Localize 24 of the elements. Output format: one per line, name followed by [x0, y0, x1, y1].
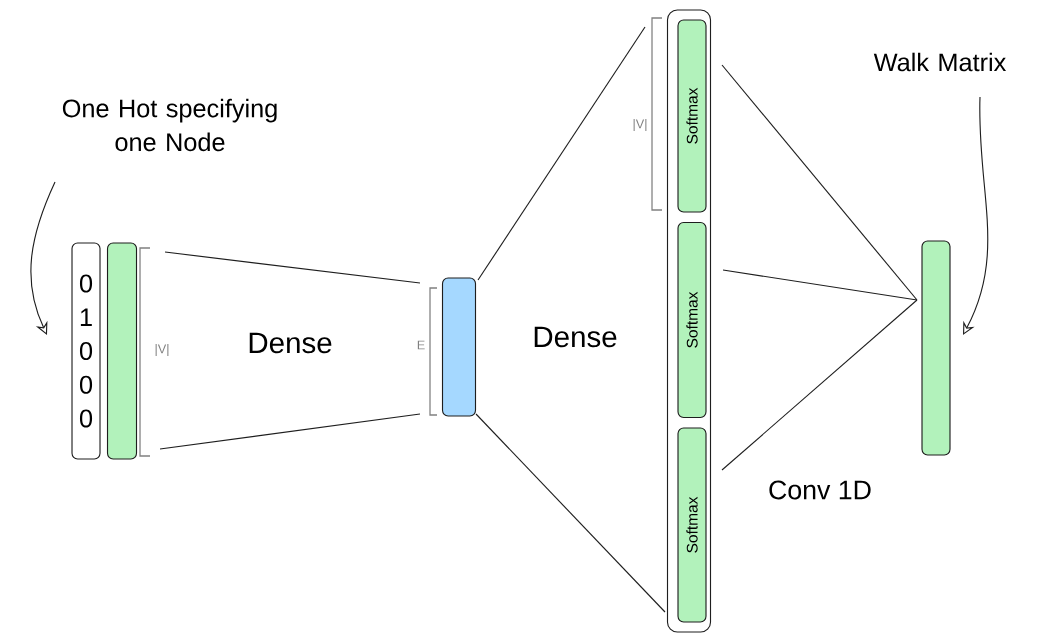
- softmax-bar: Softmax: [677, 19, 707, 213]
- bracket-label: |V|: [155, 344, 169, 356]
- connection-line: [164, 251, 421, 284]
- layer-bar: [106, 242, 138, 460]
- bracket-label: E: [417, 340, 425, 350]
- connection-line: [159, 413, 421, 450]
- layer-label: Conv 1D: [769, 480, 871, 500]
- connection-line: [722, 269, 918, 301]
- annotation-text: Walk Matrix: [873, 52, 1007, 72]
- softmax-bar: Softmax: [677, 427, 707, 623]
- connection-line: [475, 413, 666, 613]
- embedding-bar: [441, 277, 477, 417]
- layer-label: Dense: [534, 326, 617, 348]
- one-hot-vector-box: 0 1 0 0 0: [71, 242, 101, 460]
- layer-label: Dense: [249, 332, 332, 354]
- connection-line: [721, 64, 918, 301]
- connection-line: [477, 26, 646, 281]
- softmax-bar: Softmax: [677, 221, 707, 419]
- annotation-text: One Hot specifying one Node: [62, 98, 277, 152]
- arrow: [963, 96, 989, 335]
- arrow: [30, 181, 56, 335]
- walk-matrix-bar: [921, 240, 951, 456]
- connection-line: [721, 299, 918, 471]
- bracket-label: |V|: [633, 119, 647, 131]
